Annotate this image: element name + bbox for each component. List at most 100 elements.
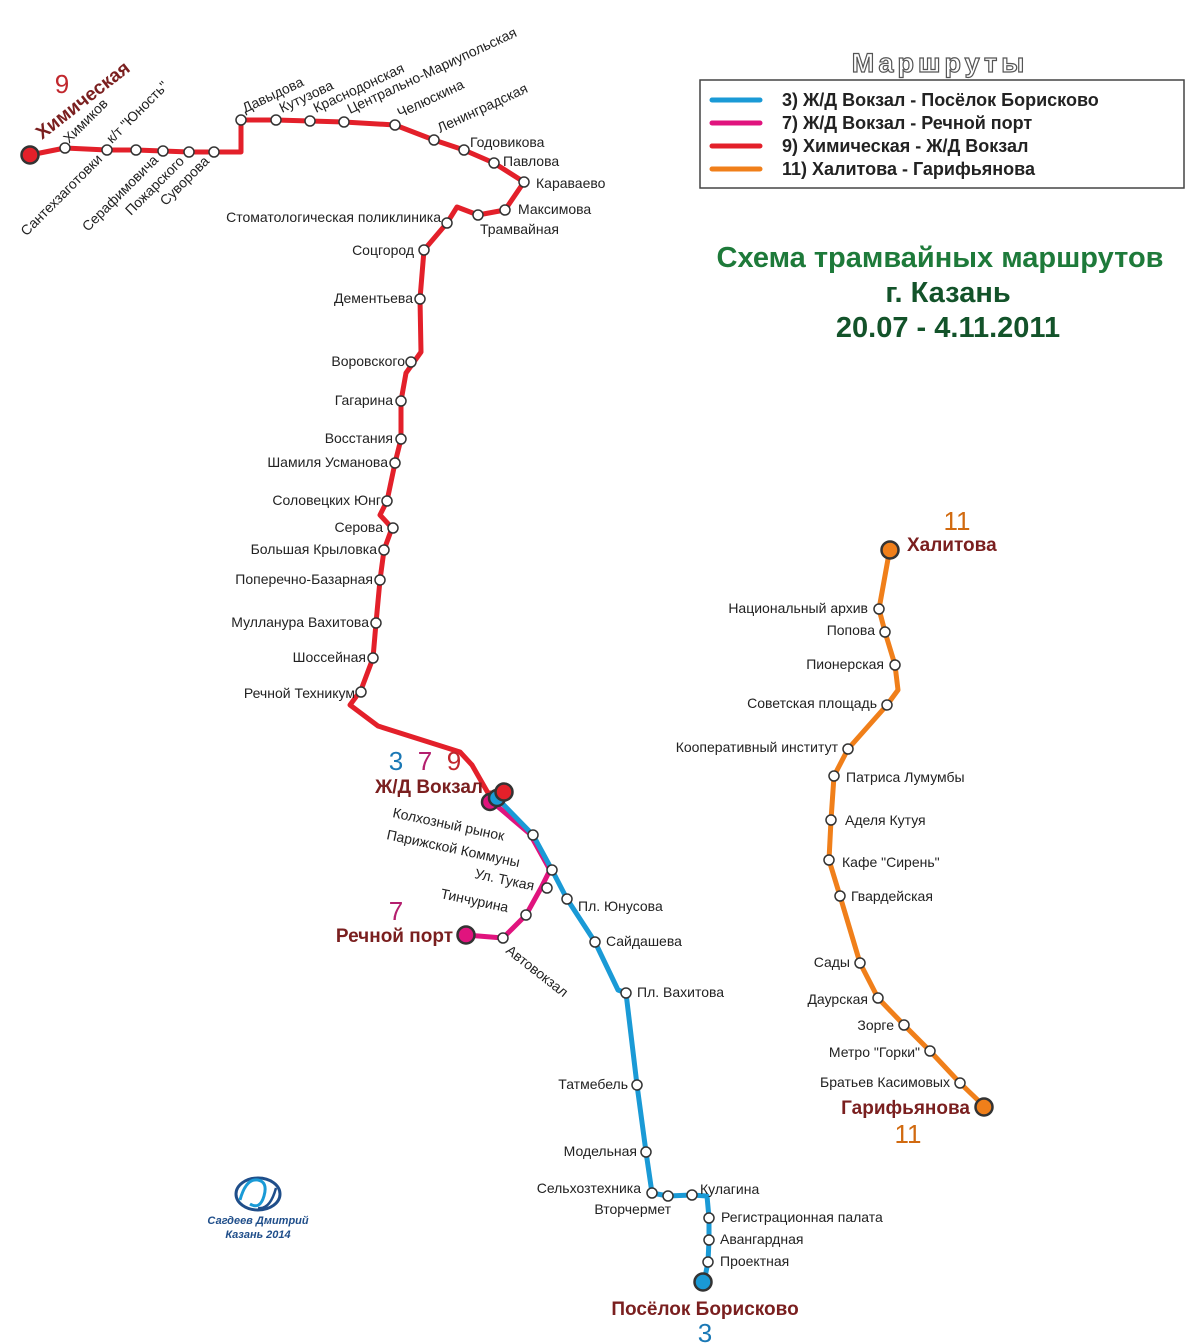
terminal-garifyanova-marker[interactable] [974,1097,994,1117]
stop-marker-proektnaya[interactable] [702,1256,714,1268]
stop-marker-santekhzagotovki[interactable] [101,144,113,156]
stop-label-tramvaynaya: Трамвайная [480,221,559,237]
stop-label-vtorchermet: Вторчермет [594,1201,671,1217]
stop-marker-pavlova[interactable] [488,157,500,169]
terminal-khalitova-marker[interactable] [880,540,900,560]
stop-marker-tatmebel[interactable] [631,1079,643,1091]
terminal-borisko-marker[interactable] [693,1272,713,1292]
stop-marker-shosseynaya[interactable] [367,652,379,664]
stop-marker-vtorchermet[interactable] [662,1190,674,1202]
stop-marker-avangardnaya[interactable] [703,1234,715,1246]
stop-marker-registratsionnaya-palata[interactable] [703,1212,715,1224]
legend-item-7: 7) Ж/Д Вокзал - Речной порт [709,113,1032,133]
stop-marker-karavaevo[interactable] [518,176,530,188]
terminal-khimicheskaya-marker[interactable] [20,145,40,165]
stop-label-kafe-siren: Кафе "Сирень" [842,854,940,870]
stop-marker-davydova[interactable] [235,114,247,126]
stop-label-sovetskaya-ploshchad: Советская площадь [747,695,877,711]
stop-marker-shamilya-usmanova[interactable] [389,457,401,469]
stop-marker-kutuzova[interactable] [270,114,282,126]
stop-marker-pozharskogo[interactable] [183,146,195,158]
route-number-11-garifyanova: 11 [895,1119,922,1149]
stop-marker-tramvaynaya[interactable] [472,209,484,221]
stop-label-pl-yunusova: Пл. Юнусова [578,898,663,914]
stop-label-avangardnaya: Авангардная [720,1231,803,1247]
stop-marker-gagarina[interactable] [395,395,407,407]
stop-marker-khimikov[interactable] [59,142,71,154]
route-7-labels: Колхозный рынок Парижской Коммуны Ул. Ту… [385,804,571,1000]
stop-marker-popova[interactable] [879,626,891,638]
stop-label-registratsionnaya-palata: Регистрационная палата [721,1209,883,1225]
stop-label-godovikova: Годовикова [470,134,545,150]
legend-label-7: 7) Ж/Д Вокзал - Речной порт [782,113,1032,133]
stop-marker-sotsgorod[interactable] [418,244,430,256]
stop-marker-saydasheva[interactable] [589,936,601,948]
stop-marker-parizhskoy-kommuny[interactable] [546,864,558,876]
stop-label-sady: Сады [814,954,850,970]
route-9-rotated-labels: Химиков Сантехзаготовки к/т "Юность" Сер… [17,24,530,239]
stop-marker-metro-gorki[interactable] [924,1045,936,1057]
stop-marker-kooperativny-institut[interactable] [842,743,854,755]
stop-marker-modelnaya[interactable] [640,1146,652,1158]
stop-marker-pl-yunusova[interactable] [561,893,573,905]
terminal-rechnoy-port-marker[interactable] [456,925,476,945]
stop-marker-vorovskogo[interactable] [405,356,417,368]
map-title: Схема трамвайных маршрутов [717,242,1164,274]
stop-marker-tinchurina[interactable] [520,909,532,921]
stop-marker-maksimova[interactable] [499,204,511,216]
stop-marker-avtovokzal[interactable] [497,932,509,944]
stop-marker-tsentralno-mariupolskaya[interactable] [338,116,350,128]
stop-marker-pl-vakhitova[interactable] [620,987,632,999]
stop-marker-gvardeyskaya[interactable] [834,890,846,902]
route-number-11-khalitova: 11 [944,506,971,536]
stop-label-natsionalny-arkhiv: Национальный архив [728,600,868,616]
stop-label-selkhoztekhnika: Сельхозтехника [537,1180,642,1196]
map-dates: 20.07 - 4.11.2011 [836,312,1060,344]
stop-marker-bolshaya-krylovka[interactable] [378,544,390,556]
terminal-vokzal-marker-9[interactable] [494,782,514,802]
stop-label-kulagina: Кулагина [700,1181,759,1197]
stop-marker-mullanura-vakhitova[interactable] [370,617,382,629]
legend-label-9: 9) Химическая - Ж/Д Вокзал [782,136,1028,156]
stop-marker-kolkhozny-rynok[interactable] [527,829,539,841]
stop-marker-solovetskikh-yung[interactable] [381,495,393,507]
stop-marker-serafimovicha[interactable] [157,145,169,157]
stop-label-bolshaya-krylovka: Большая Крыловка [251,541,378,557]
stop-marker-patrisa-lumumby[interactable] [828,770,840,782]
stop-marker-ul-tukaya[interactable] [541,882,553,894]
stop-label-mullanura-vakhitova: Мулланура Вахитова [231,614,369,630]
terminal-label-rechnoy-port: Речной порт [336,926,453,947]
stop-marker-kafe-siren[interactable] [823,854,835,866]
stop-markers [59,114,966,1268]
stop-marker-leningradskaya[interactable] [428,134,440,146]
stop-marker-zorge[interactable] [898,1019,910,1031]
stop-marker-sovetskaya-ploshchad[interactable] [881,699,893,711]
stop-marker-pionerskaya[interactable] [889,659,901,671]
stop-marker-adelya-kutuya[interactable] [825,814,837,826]
route-number-9-vokzal: 9 [447,746,461,776]
stop-label-bratyev-kasimovykh: Братьев Касимовых [820,1074,950,1090]
stop-marker-godovikova[interactable] [458,144,470,156]
stop-marker-natsionalny-arkhiv[interactable] [873,603,885,615]
stop-marker-krasnodonskaya[interactable] [304,115,316,127]
stop-label-avtovokzal: Автовокзал [503,942,571,1000]
stop-marker-bratyev-kasimovykh[interactable] [954,1077,966,1089]
stop-marker-selkhoztekhnika[interactable] [646,1187,658,1199]
stop-marker-stomatologicheskaya[interactable] [441,217,453,229]
stop-marker-yunost[interactable] [130,144,142,156]
stop-marker-poperechno-bazarnaya[interactable] [374,574,386,586]
stop-marker-serova[interactable] [387,522,399,534]
stop-label-vorovskogo: Воровского [331,353,405,369]
stop-marker-kulagina[interactable] [686,1189,698,1201]
stop-marker-vosstaniya[interactable] [395,433,407,445]
stop-label-pl-vakhitova: Пл. Вахитова [637,984,724,1000]
stop-label-pavlova: Павлова [503,153,559,169]
stop-marker-rechnoy-tekhnikum[interactable] [355,686,367,698]
legend-header: Маршруты [852,48,1029,78]
stop-marker-dementyeva[interactable] [414,293,426,305]
stop-marker-sady[interactable] [854,957,866,969]
stop-marker-suvorova[interactable] [208,146,220,158]
stop-marker-daurskaya[interactable] [872,992,884,1004]
legend-box [699,79,1185,189]
stop-marker-chelyuskina[interactable] [389,119,401,131]
